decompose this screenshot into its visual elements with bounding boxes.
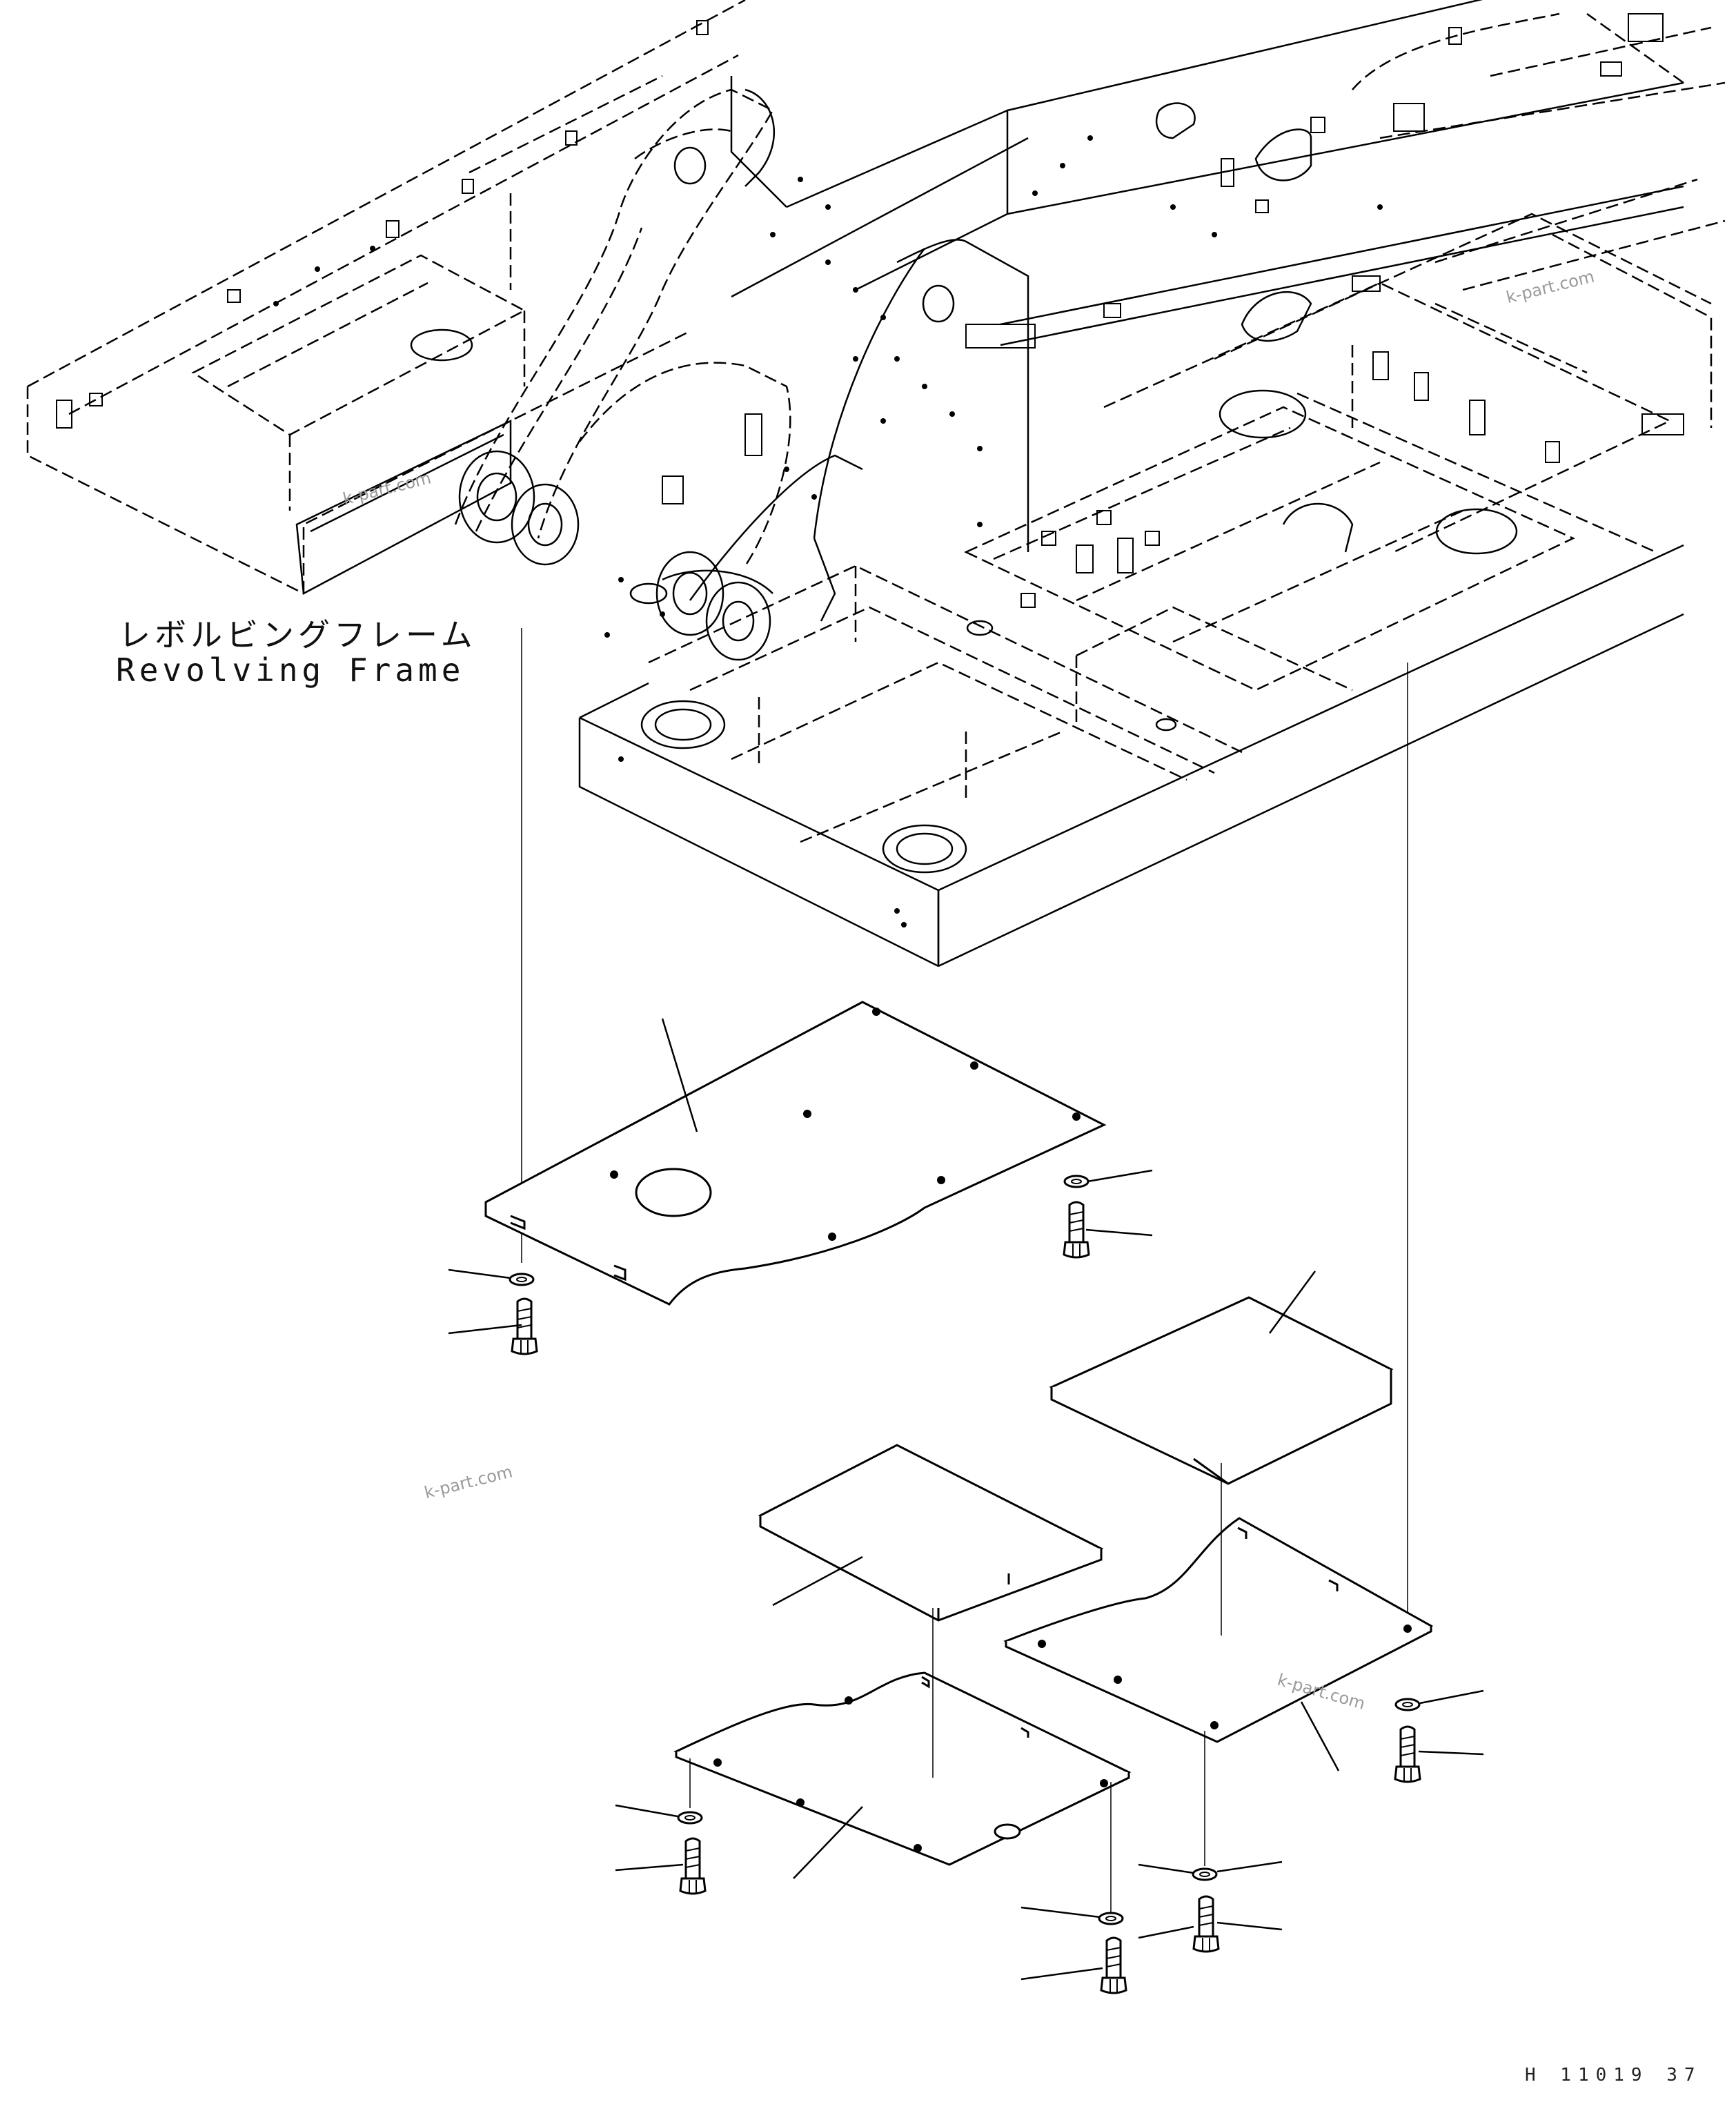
frame-center-structure [662, 0, 1684, 622]
callout-leaders [448, 1018, 1484, 1981]
cover-plate-lower-left [673, 1671, 1132, 1866]
washer [1192, 1867, 1218, 1881]
frame-holes [273, 135, 1383, 928]
washer [509, 1273, 535, 1286]
cover-plate-lower-right [1003, 1517, 1434, 1743]
cover-plate-large [484, 1001, 1107, 1306]
drawing-number: H 11019 37 [1525, 2065, 1702, 2085]
revolving-frame-label-en: Revolving Frame [116, 651, 465, 689]
floor-mat-square [1049, 1296, 1394, 1485]
floor-mat-stepped [758, 1444, 1104, 1622]
frame-right-rails [1352, 12, 1726, 291]
frame-front-openings [629, 582, 1177, 874]
frame-left-end-plate [295, 420, 512, 595]
bolt [1192, 1895, 1220, 1953]
washer [677, 1811, 703, 1825]
frame-center-openings [410, 102, 1518, 555]
washer [1394, 1698, 1421, 1711]
bolt [1063, 1201, 1090, 1259]
bolt [1394, 1725, 1421, 1783]
bolt [1100, 1936, 1127, 1994]
revolving-frame-label-jp: レボルビングフレーム [119, 616, 477, 654]
frame-center-deck [964, 213, 1713, 691]
frame-pin-bosses [458, 146, 955, 661]
washer [1063, 1175, 1089, 1188]
bolt [679, 1837, 707, 1895]
frame-left-deck [26, 0, 746, 595]
part-alignment-lines [689, 1463, 1222, 1918]
washer [1098, 1912, 1124, 1925]
frame-brackets [56, 13, 1684, 608]
exploded-parts [484, 1001, 1434, 1866]
frame-leader-lines [521, 628, 1408, 1629]
revolving-frame [26, 0, 1726, 968]
frame-front-plate [578, 544, 1684, 968]
frame-front-deck [648, 565, 1353, 843]
